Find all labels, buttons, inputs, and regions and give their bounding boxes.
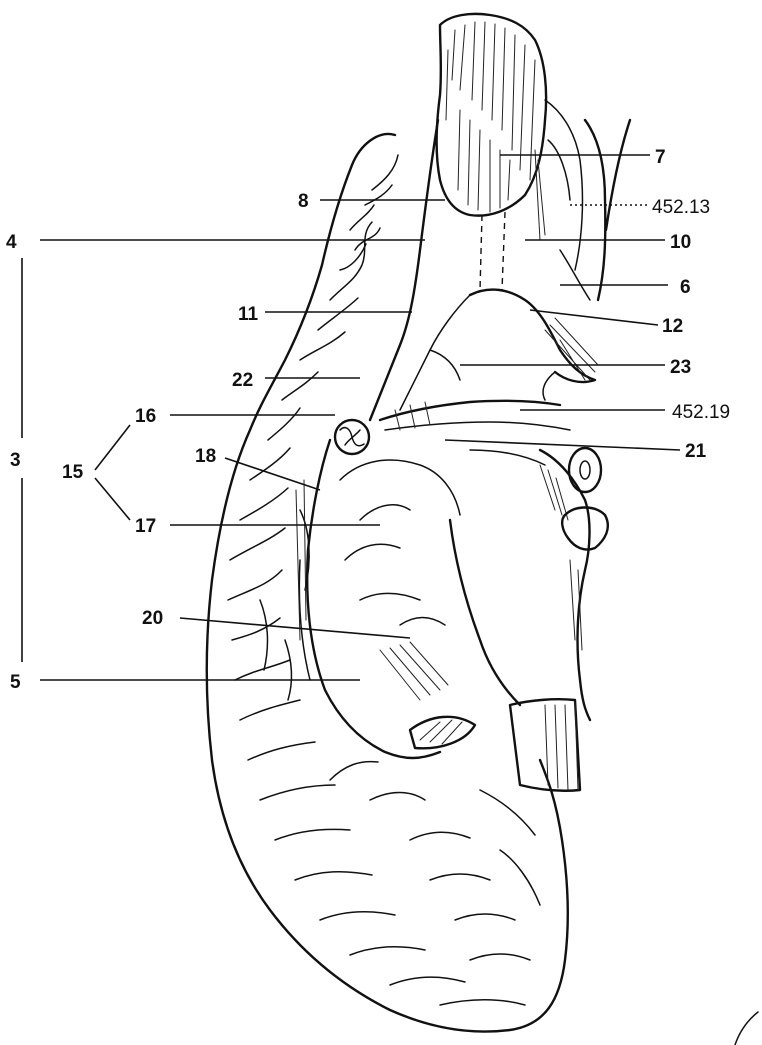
label-10: 10	[670, 232, 691, 253]
label-11: 11	[238, 304, 259, 325]
label-20: 20	[142, 608, 163, 629]
gyri	[228, 155, 540, 1005]
label-16: 16	[135, 406, 156, 427]
label-7: 7	[655, 147, 666, 168]
olfactory-tract	[480, 212, 505, 290]
label-12: 12	[662, 316, 683, 337]
label-22: 22	[232, 370, 253, 391]
label-6: 6	[680, 277, 691, 298]
label-8: 8	[298, 191, 309, 212]
corner-mark	[735, 1012, 758, 1045]
label-5: 5	[10, 672, 21, 693]
label-3: 3	[10, 450, 21, 471]
label-23: 23	[670, 357, 691, 378]
optic-tract	[380, 401, 570, 430]
label-15: 15	[62, 462, 84, 483]
anterior-perforated-substance	[400, 290, 598, 410]
olfactory-bulb	[437, 14, 546, 216]
label-17: 17	[135, 516, 156, 537]
label-18: 18	[195, 446, 216, 467]
label-452-13: 452.13	[652, 197, 710, 218]
brainstem	[450, 450, 590, 720]
vessel-cross-section	[335, 420, 369, 454]
label-4: 4	[6, 232, 17, 253]
label-21: 21	[685, 441, 707, 462]
label-452-19: 452.19	[672, 402, 730, 423]
peduncle-cut	[410, 699, 580, 791]
temporal-lobe	[296, 440, 460, 758]
